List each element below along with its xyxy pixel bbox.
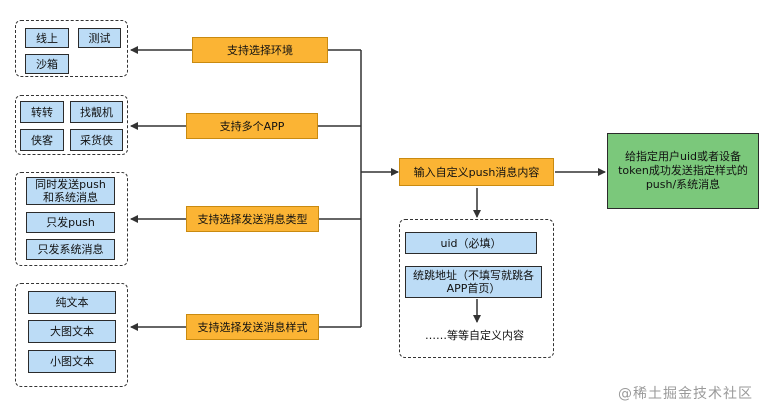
env-option: 沙箱 [25,54,69,74]
style-options-group [15,283,128,387]
style-option: 小图文本 [28,350,116,373]
type-option: 只发系统消息 [26,239,115,260]
result-send-push: 给指定用户uid或者设备token成功发送指定样式的push/系统消息 [607,133,759,209]
app-option: 侠客 [20,129,64,151]
watermark: @稀土掘金技术社区 [618,386,753,402]
more-custom-content: ……等等自定义内容 [425,329,524,342]
feature-multi-app: 支持多个APP [186,113,318,139]
field-jump-url: 统跳地址（不填写就跳各APP首页） [405,266,542,298]
feature-msg-style: 支持选择发送消息样式 [186,314,319,340]
app-option: 采货侠 [70,129,123,151]
env-option: 测试 [78,28,121,48]
env-options-group [15,20,128,77]
input-fields-group [399,219,554,358]
feature-env: 支持选择环境 [192,37,328,63]
app-options-group [15,95,128,155]
env-option: 线上 [25,28,69,48]
style-option: 纯文本 [28,291,116,314]
field-uid: uid（必填） [405,232,537,254]
type-option: 同时发送push和系统消息 [26,177,115,205]
feature-msg-type: 支持选择发送消息类型 [186,206,319,232]
type-option: 只发push [26,212,115,233]
app-option: 转转 [20,101,64,123]
style-option: 大图文本 [28,320,116,343]
app-option: 找靓机 [70,101,123,123]
type-options-group [15,172,128,266]
input-custom-push: 输入自定义push消息内容 [399,158,554,186]
